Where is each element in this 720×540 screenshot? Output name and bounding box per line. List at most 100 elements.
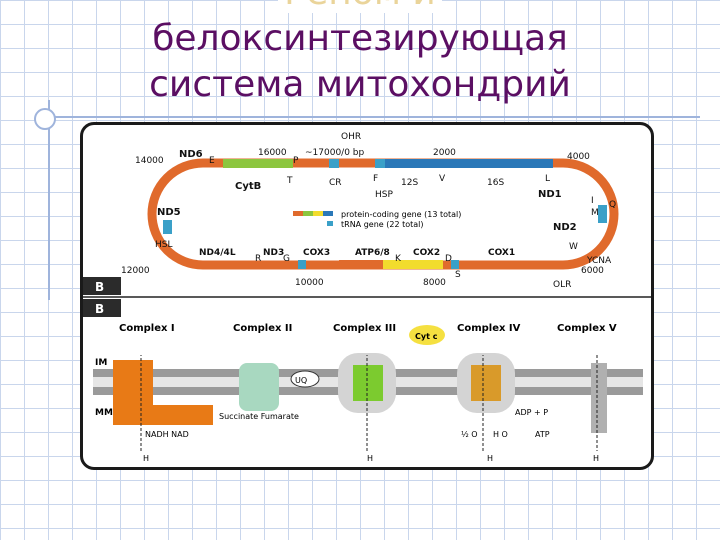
mitochondrial-figure: ND6 ND1 ND5 ND2 ND4/4L ND3 COX3 ATP6/8 C… bbox=[80, 122, 654, 470]
proton-2: H bbox=[367, 454, 373, 463]
pos-2000: 2000 bbox=[433, 148, 456, 158]
gene-nd5: ND5 bbox=[157, 207, 181, 218]
complex-2-shape bbox=[239, 363, 279, 411]
region-ohr: OHR bbox=[341, 132, 361, 142]
complex-4-label: Complex IV bbox=[457, 323, 521, 334]
gene-nd6: ND6 bbox=[179, 149, 203, 160]
pos-4000: 4000 bbox=[567, 152, 590, 162]
adp-label: ADP + P bbox=[515, 408, 548, 417]
trna-mark bbox=[163, 220, 172, 234]
proton-arrows bbox=[140, 355, 598, 451]
gene-atp68: ATP6/8 bbox=[355, 248, 390, 258]
gene-cox1: COX1 bbox=[488, 248, 515, 258]
panel-b-tag bbox=[83, 299, 121, 317]
complex-3-core bbox=[353, 365, 383, 401]
decorative-rule bbox=[40, 116, 700, 118]
complex-3-label: Complex III bbox=[333, 323, 396, 334]
legend-protein: protein-coding gene (13 total) bbox=[341, 210, 461, 219]
gene-cox3: COX3 bbox=[303, 248, 330, 258]
succinate-label: Succinate Fumarate bbox=[219, 412, 299, 421]
atp68-segment bbox=[339, 260, 383, 269]
pos-8000: 8000 bbox=[423, 278, 446, 288]
proton-1: H bbox=[143, 454, 149, 463]
trna-f: F bbox=[373, 174, 378, 184]
trna-r: R bbox=[255, 254, 261, 264]
proton-4: H bbox=[593, 454, 599, 463]
pos-17000: ~17000/0 bp bbox=[305, 148, 365, 158]
trna-v: V bbox=[439, 174, 446, 184]
complex-labels: Complex I Complex II Complex III Complex… bbox=[119, 323, 617, 334]
ring-labels: ND6 ND1 ND5 ND2 ND4/4L ND3 COX3 ATP6/8 C… bbox=[121, 132, 616, 290]
pos-6000: 6000 bbox=[581, 266, 604, 276]
gene-cytb: CytB bbox=[235, 181, 261, 192]
trna-m: M bbox=[591, 208, 599, 218]
region-olr: OLR bbox=[553, 280, 571, 290]
label-im: IM bbox=[95, 358, 107, 368]
trna-mark bbox=[329, 159, 339, 168]
region-hsp: HSP bbox=[375, 190, 393, 200]
proton-3: H bbox=[487, 454, 493, 463]
region-12s: 12S bbox=[401, 178, 418, 188]
uq-label: UQ bbox=[295, 376, 307, 385]
complex-1-shape bbox=[113, 360, 213, 425]
panel-b-tag-label: B bbox=[95, 302, 104, 316]
complex-5-label: Complex V bbox=[557, 323, 617, 334]
trna-t: T bbox=[286, 176, 293, 186]
label-mm: MM bbox=[95, 408, 113, 418]
trna-g: G bbox=[283, 254, 290, 264]
gene-nd2: ND2 bbox=[553, 222, 577, 233]
panel-a-tag-label: B bbox=[95, 280, 104, 294]
title-line-3: система митохондрий bbox=[149, 64, 571, 105]
trna-q: Q bbox=[609, 200, 616, 210]
pos-14000: 14000 bbox=[135, 156, 164, 166]
trna-w: W bbox=[569, 242, 578, 252]
cox2-segment bbox=[383, 260, 443, 269]
legend-trna: tRNA gene (22 total) bbox=[341, 220, 424, 229]
cytc-shape bbox=[409, 325, 445, 345]
gene-cox2: COX2 bbox=[413, 248, 440, 258]
genome-legend: protein-coding gene (13 total) tRNA gene… bbox=[293, 210, 461, 229]
gene-nd44l: ND4/4L bbox=[199, 248, 236, 258]
trna-d: D bbox=[445, 254, 452, 264]
pos-12000: 12000 bbox=[121, 266, 150, 276]
title-line-2: белоксинтезирующая bbox=[152, 18, 568, 59]
cytc-label: Cyt c bbox=[415, 332, 438, 341]
trna-i: I bbox=[591, 196, 594, 206]
gene-nd3: ND3 bbox=[263, 248, 284, 258]
genome-ring bbox=[147, 158, 619, 270]
pos-10000: 10000 bbox=[295, 278, 324, 288]
complex-5-shape bbox=[591, 363, 607, 433]
cytb-segment bbox=[223, 159, 293, 168]
pos-16000: 16000 bbox=[258, 148, 287, 158]
gene-nd1: ND1 bbox=[538, 189, 562, 200]
region-16s: 16S bbox=[487, 178, 504, 188]
atp-label: ATP bbox=[535, 430, 550, 439]
trna-e: E bbox=[209, 156, 215, 166]
reaction-labels: NADH NAD Succinate Fumarate ½ O H O ADP … bbox=[143, 408, 599, 463]
trna-mark bbox=[298, 260, 306, 269]
decorative-rule-vertical bbox=[48, 100, 50, 300]
panel-a-tag bbox=[83, 277, 121, 295]
trna-l: L bbox=[545, 174, 550, 184]
o2-label: ½ O bbox=[461, 430, 478, 439]
decorative-circle bbox=[34, 108, 56, 130]
trna-s: S bbox=[455, 270, 461, 280]
slide-title: Геном и белоксинтезирующая система митох… bbox=[0, 0, 720, 108]
region-hsl: HSL bbox=[155, 240, 173, 250]
trna-mark bbox=[451, 260, 459, 269]
rrna-segment-16s bbox=[493, 159, 553, 168]
uq-shape bbox=[290, 370, 320, 388]
trna-ycna: YCNA bbox=[586, 256, 612, 266]
trna-mark bbox=[375, 159, 385, 168]
nadh-label: NADH NAD bbox=[145, 430, 189, 439]
region-cr: CR bbox=[329, 178, 342, 188]
complex-1-label: Complex I bbox=[119, 323, 175, 334]
rrna-segment bbox=[383, 159, 493, 168]
trna-mark bbox=[598, 205, 607, 223]
h2o-label: H O bbox=[493, 430, 508, 439]
trna-p: P bbox=[293, 156, 299, 166]
complex-2-label: Complex II bbox=[233, 323, 292, 334]
figure-canvas: ND6 ND1 ND5 ND2 ND4/4L ND3 COX3 ATP6/8 C… bbox=[83, 132, 651, 463]
title-line-1: Геном и bbox=[0, 0, 720, 16]
complex-4-core bbox=[471, 365, 501, 401]
